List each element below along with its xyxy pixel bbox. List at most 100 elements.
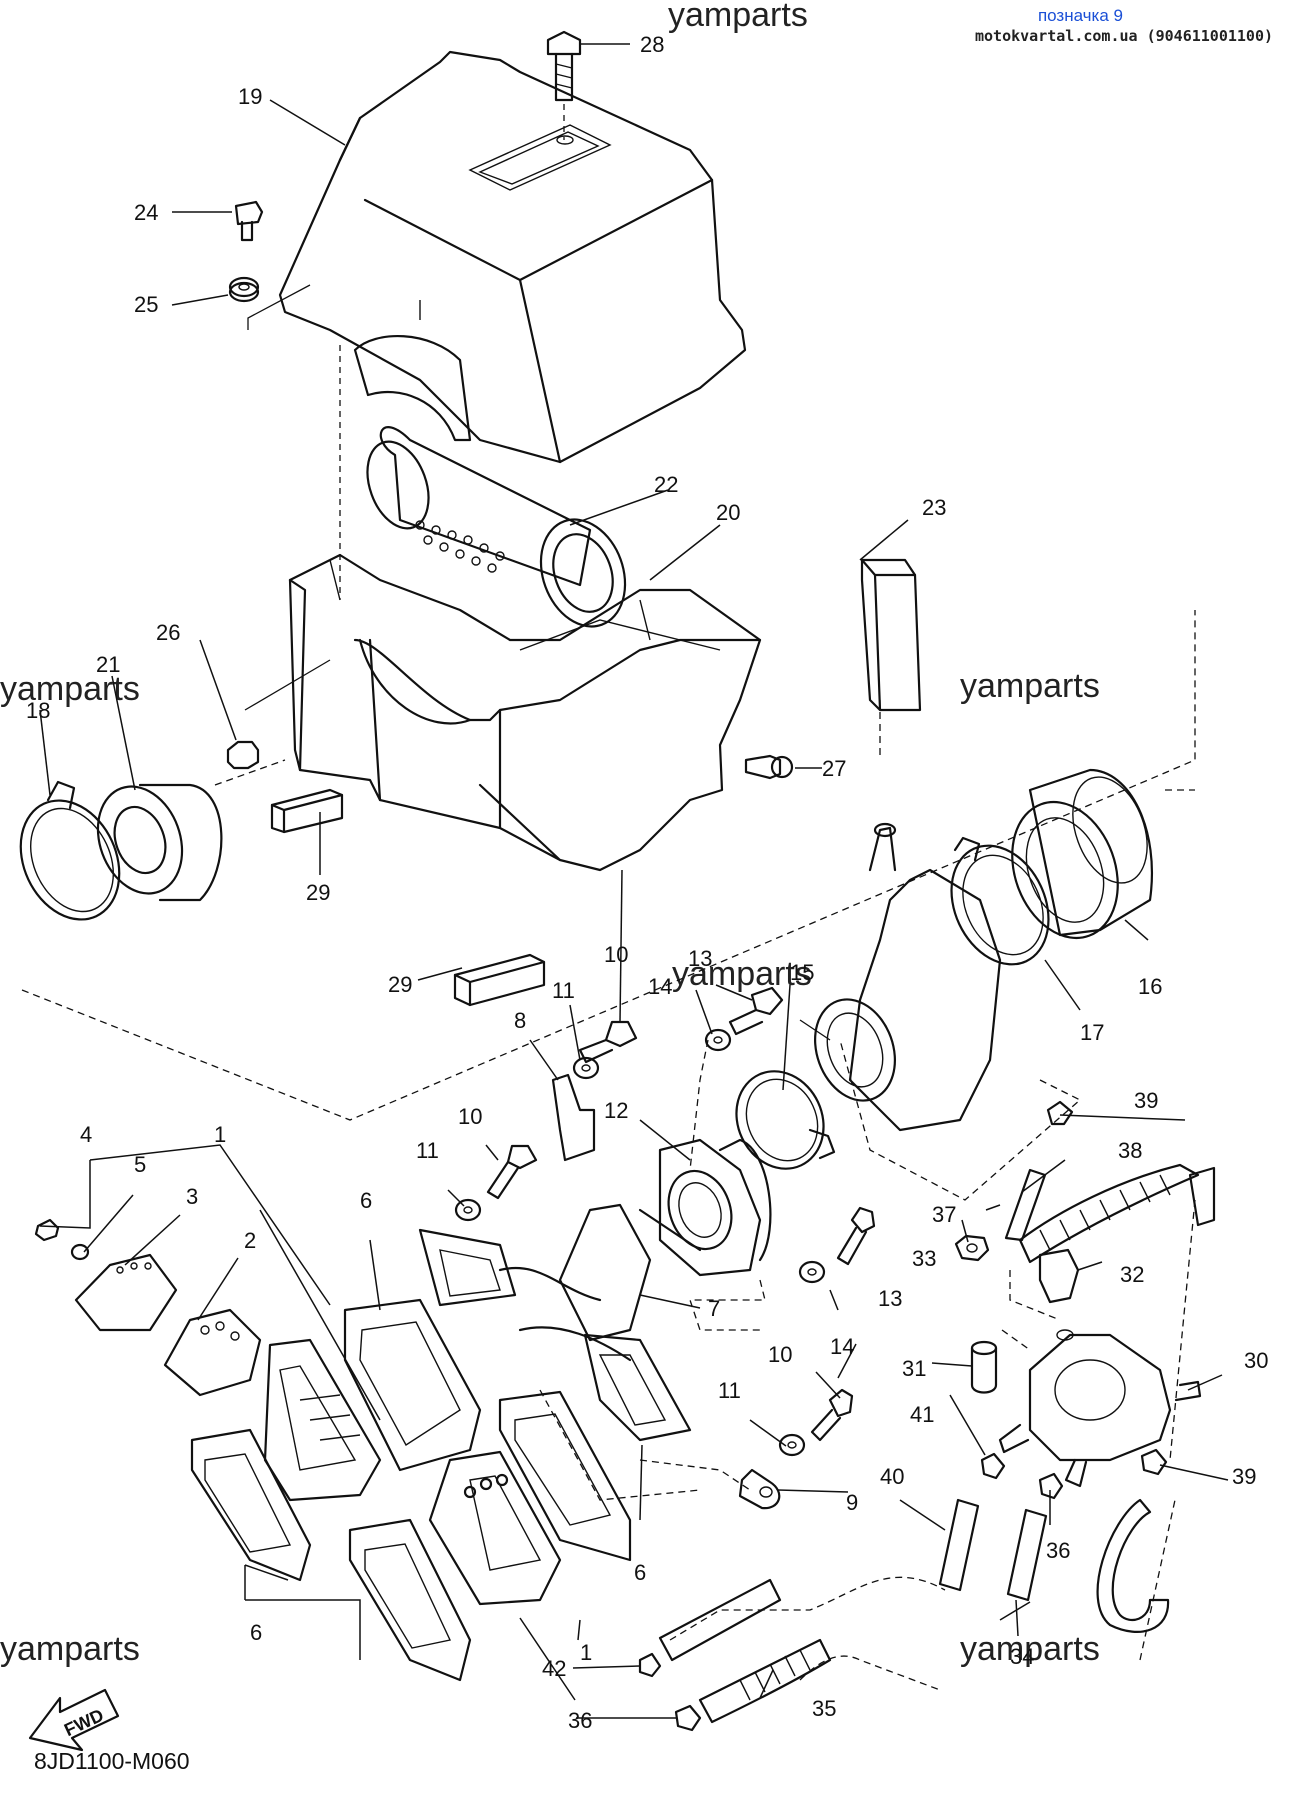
callout-5: 5 — [134, 1152, 146, 1177]
callout-30: 30 — [1244, 1348, 1268, 1373]
part-2-reed-stopper — [163, 1308, 262, 1397]
part-6-gasket — [343, 1298, 482, 1472]
part-33-nut — [954, 1234, 990, 1262]
callout-34: 34 — [1010, 1644, 1034, 1669]
callout-29: 29 — [306, 880, 330, 905]
part-16-intake-joint — [1011, 768, 1154, 940]
part-20-airbox — [288, 553, 762, 872]
callout-26: 26 — [156, 620, 180, 645]
part-31-spacer — [970, 1340, 998, 1394]
callout-27: 27 — [822, 756, 846, 781]
part-14-washer — [798, 1260, 826, 1284]
callout-6: 6 — [360, 1188, 372, 1213]
part-36-clip — [674, 1704, 702, 1732]
part-4-screw — [34, 1218, 60, 1242]
callout-10: 10 — [458, 1104, 482, 1129]
assembly-line — [247, 284, 311, 330]
part-11-washer — [778, 1433, 806, 1457]
callout-28: 28 — [640, 32, 664, 57]
part-12-clamp — [735, 1070, 836, 1170]
part-11-washer — [454, 1198, 482, 1222]
part-10-bolt — [486, 1144, 538, 1200]
callout-13: 13 — [688, 946, 712, 971]
part-10-bolt — [810, 1388, 854, 1442]
callout-17: 17 — [1080, 1020, 1104, 1045]
part-13-bolt — [836, 1206, 876, 1266]
watermark: yamparts — [960, 1630, 1100, 1668]
part-7-manifold — [418, 1203, 702, 1442]
part-29-sponge — [453, 953, 546, 1007]
callout-8: 8 — [514, 1008, 526, 1033]
callout-numbers: 28 19 24 25 22 20 23 26 21 18 27 29 29 1… — [26, 32, 1268, 1733]
callout-31: 31 — [902, 1356, 926, 1381]
callout-21: 21 — [96, 652, 120, 677]
callout-4: 4 — [80, 1122, 92, 1147]
callout-leaders — [39, 43, 1229, 1719]
part-return-hose — [1096, 1498, 1170, 1633]
part-long-hose — [658, 1578, 782, 1662]
callout-1: 1 — [214, 1122, 226, 1147]
callout-9: 9 — [846, 1490, 858, 1515]
part-6-gasket — [190, 1428, 312, 1582]
header-site: motokvartal.com.ua (904611001100) — [974, 27, 1273, 45]
callout-36: 36 — [1046, 1538, 1070, 1563]
callout-7: 7 — [708, 1296, 720, 1321]
callout-22: 22 — [654, 472, 678, 497]
callout-6: 6 — [250, 1620, 262, 1645]
part-38-hose — [1018, 1163, 1216, 1264]
callout-11: 11 — [416, 1138, 439, 1163]
header-label: позначка 9 — [1037, 6, 1123, 25]
part-11-washer — [572, 1056, 600, 1080]
part-22-filter — [366, 426, 627, 628]
callout-12: 12 — [604, 1098, 628, 1123]
callout-16: 16 — [1138, 974, 1162, 999]
part-5-washer — [70, 1243, 90, 1261]
part-36-clip — [1038, 1472, 1064, 1500]
part-9-clip — [738, 1468, 781, 1510]
callout-37: 37 — [932, 1202, 956, 1227]
part-6-gasket — [348, 1518, 472, 1682]
watermark: yamparts — [0, 1630, 140, 1668]
part-32-bracket — [1038, 1248, 1080, 1304]
part-34-hose — [1006, 1508, 1048, 1602]
assembly-line — [799, 1019, 831, 1041]
part-23-flap — [860, 558, 922, 712]
part-6-gasket — [498, 1390, 632, 1562]
fwd-arrow-label: FWD — [61, 1705, 107, 1740]
callout-33: 33 — [912, 1246, 936, 1271]
part-28-bolt — [546, 30, 582, 102]
part-30-fuel-pump — [998, 1329, 1202, 1488]
callout-14: 14 — [830, 1334, 854, 1359]
callout-32: 32 — [1120, 1262, 1144, 1287]
callout-10: 10 — [604, 942, 628, 967]
callout-39: 39 — [1232, 1464, 1256, 1489]
part-12-carb-joint — [658, 1138, 772, 1277]
part-15-carburetor — [814, 822, 1002, 1132]
callout-2: 2 — [244, 1228, 256, 1253]
part-42-clip — [638, 1652, 662, 1678]
watermark: yamparts — [960, 667, 1100, 705]
callout-23: 23 — [922, 495, 946, 520]
part-40-hose — [938, 1498, 980, 1592]
callout-25: 25 — [134, 292, 158, 317]
part-39-clip — [1140, 1448, 1168, 1476]
watermark: yamparts — [672, 955, 812, 993]
callout-38: 38 — [1118, 1138, 1142, 1163]
callout-24: 24 — [134, 200, 158, 225]
part-14-washer — [704, 1028, 732, 1052]
callout-42: 42 — [542, 1656, 566, 1681]
callout-29: 29 — [388, 972, 412, 997]
diagram-code: 8JD1100-M060 — [34, 1748, 190, 1774]
part-18-clamp — [19, 780, 121, 921]
callout-10: 10 — [768, 1342, 792, 1367]
callout-41: 41 — [910, 1402, 934, 1427]
watermark: yamparts — [668, 0, 808, 34]
callout-40: 40 — [880, 1464, 904, 1489]
callout-1: 1 — [580, 1640, 592, 1665]
part-35-hose — [698, 1638, 832, 1724]
part-10-bolt — [578, 1020, 638, 1064]
callout-36: 36 — [568, 1708, 592, 1733]
callout-35: 35 — [812, 1696, 836, 1721]
part-1-reed-valve — [428, 1450, 562, 1606]
